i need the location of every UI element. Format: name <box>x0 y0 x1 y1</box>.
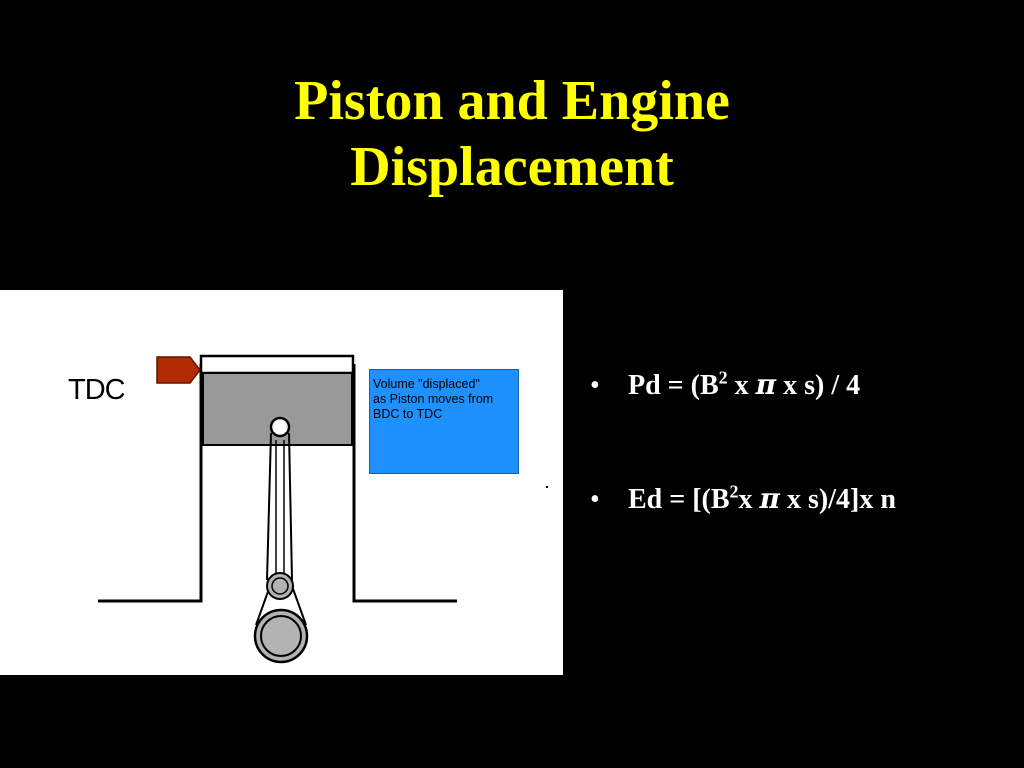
wrist-pin <box>269 416 291 438</box>
title-line-1: Piston and Engine <box>294 70 730 132</box>
tdc-label: TDC <box>68 374 126 406</box>
formula-list: •Pd = (B2 x π x s) / 4 •Ed = [(B2x π x s… <box>590 362 1020 522</box>
formula-rhs: x s)/4]x n <box>780 484 896 515</box>
cylinder-head <box>199 354 355 375</box>
piston-diagram: TDC Volume "displaced" as Piston moves f… <box>0 290 563 675</box>
callout-line-3: BDC to TDC <box>373 407 443 421</box>
crank-pin-inner <box>271 577 289 595</box>
stray-dot <box>546 486 548 488</box>
cylinder-wall-left <box>98 364 203 603</box>
displacement-callout: Volume "displaced" as Piston moves from … <box>369 369 519 474</box>
formula-piston-displacement: • Pd = (B2 x π x s) / 4 <box>590 362 1020 408</box>
rod-edge-right <box>288 432 293 581</box>
crankshaft-inner <box>260 615 302 657</box>
callout-line-1: Volume "displaced" <box>373 377 480 391</box>
bullet-icon: • <box>590 370 600 401</box>
cylinder-wall-right <box>352 364 457 603</box>
tdc-marker-icon <box>156 356 201 384</box>
pi-symbol: π <box>759 482 781 515</box>
title-line-2: Displacement <box>350 136 674 198</box>
crank-arm-right <box>291 585 307 626</box>
formula-engine-displacement: • Ed = [(B2x π x s)/4]x n <box>590 476 1020 522</box>
formula-exponent: 2 <box>718 367 728 388</box>
formula-lhs: Pd = (B <box>628 370 719 401</box>
rod-edge-left <box>266 432 272 581</box>
formula-mid: x <box>727 370 756 401</box>
slide-title: Piston and Engine Displacement <box>0 68 1024 200</box>
formula-rhs: x s) / 4 <box>776 370 861 401</box>
bullet-icon: • <box>590 484 600 515</box>
callout-line-2: as Piston moves from <box>373 392 494 406</box>
pi-symbol: π <box>755 368 777 401</box>
piston-drawing <box>98 354 548 664</box>
formula-mid: x <box>738 484 760 515</box>
formula-exponent: 2 <box>729 481 739 502</box>
formula-lhs: Ed = [(B <box>628 484 730 515</box>
